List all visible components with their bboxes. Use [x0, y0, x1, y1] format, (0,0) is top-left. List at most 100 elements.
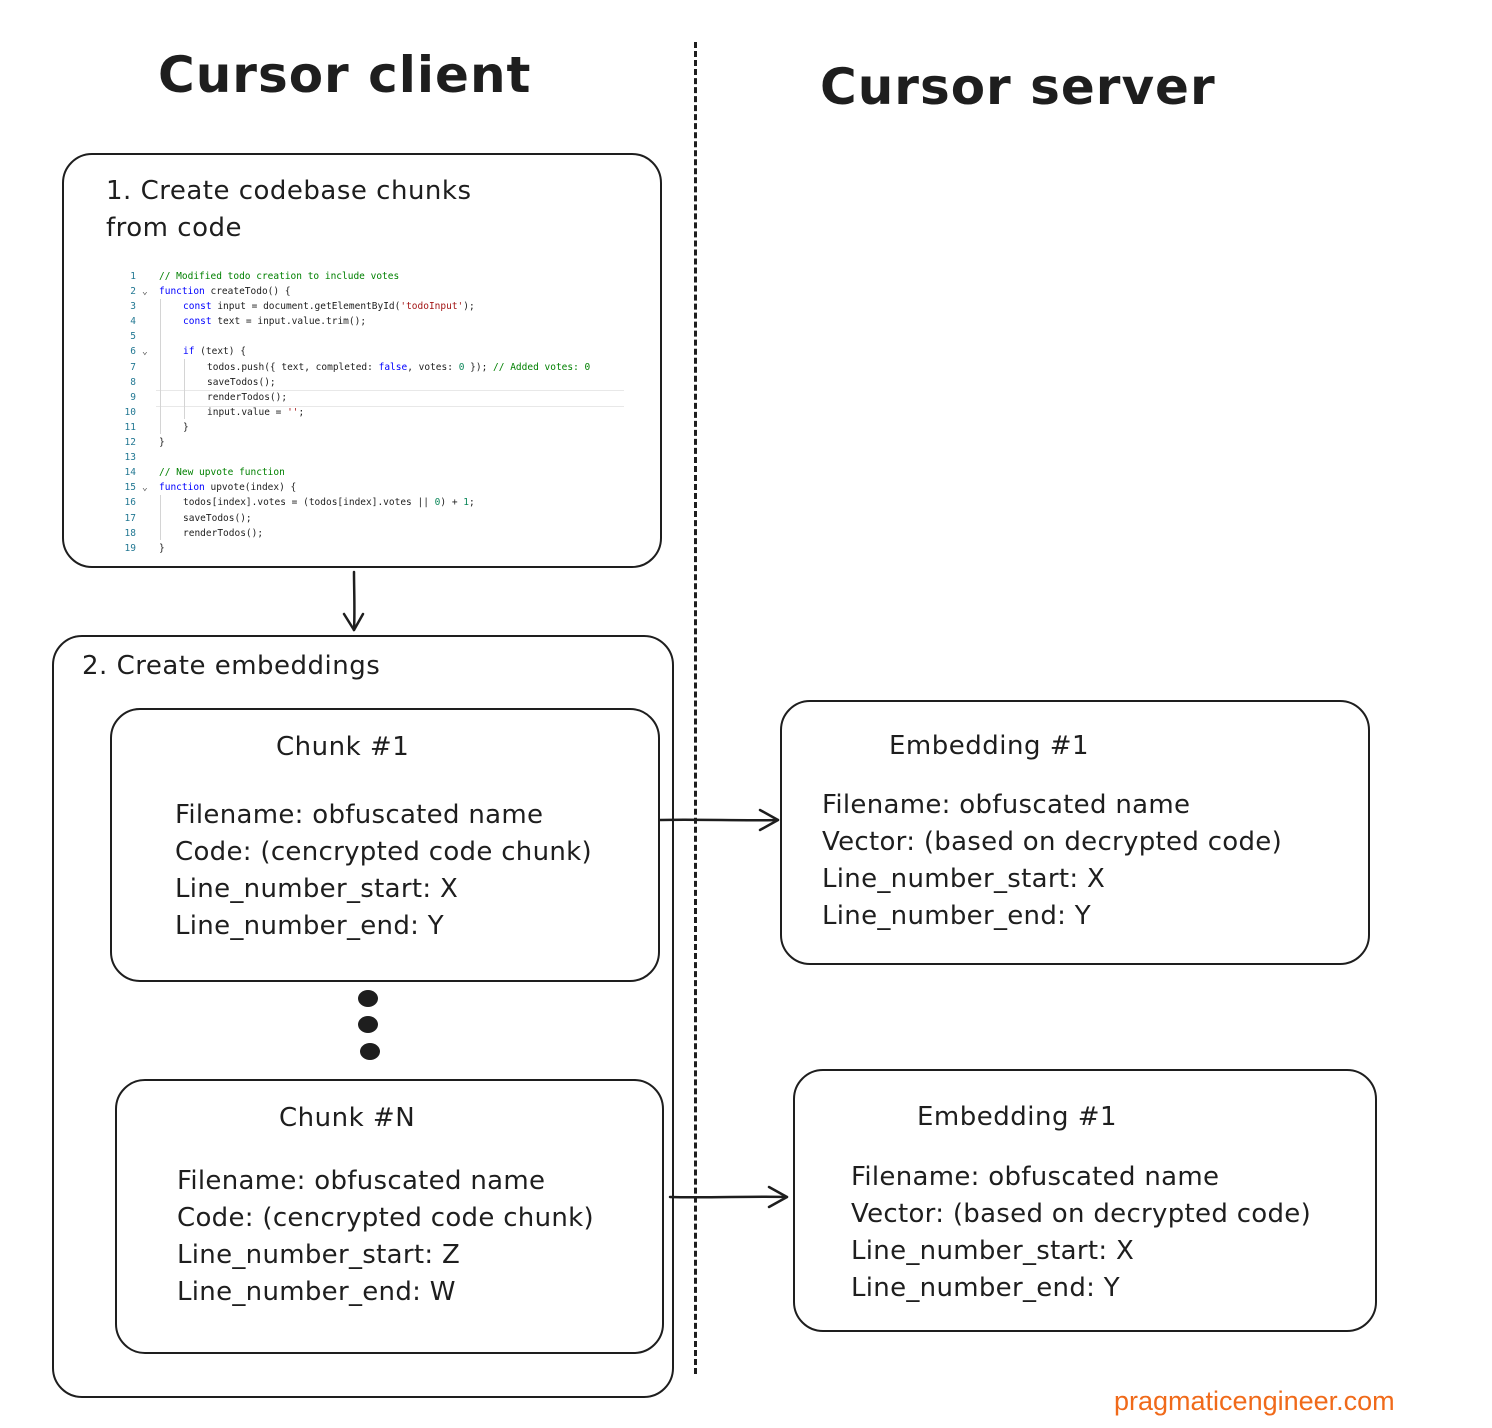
- current-line-highlight: [156, 390, 624, 407]
- line-number: 6: [130, 346, 136, 358]
- code-text: input.value = '';: [207, 405, 304, 420]
- chunk-filename: Filename: obfuscated name: [175, 800, 544, 830]
- indent-guide: [160, 299, 161, 434]
- fold-chevron-icon[interactable]: ⌄: [142, 482, 148, 494]
- line-number: 13: [124, 452, 136, 464]
- code-text: }: [159, 435, 165, 450]
- embedding-filename: Filename: obfuscated name: [822, 790, 1191, 820]
- code-token: renderTodos();: [207, 391, 288, 403]
- embedding-card-2-title: Embedding #1: [917, 1102, 1118, 1132]
- line-number: 7: [130, 361, 136, 373]
- line-number: 16: [124, 497, 136, 509]
- right-arrow: [658, 808, 780, 832]
- code-line: 15 ⌄ function upvote(index) {: [120, 480, 626, 495]
- brand-watermark: pragmaticengineer.com: [1114, 1386, 1395, 1416]
- embedding-card-1-fields: Filename: obfuscated name Vector: (based…: [822, 787, 1282, 935]
- chunk-filename: Filename: obfuscated name: [177, 1166, 546, 1196]
- code-text: function createTodo() {: [159, 284, 291, 299]
- code-token: }: [183, 421, 189, 433]
- code-token: ;: [469, 497, 475, 509]
- code-token: renderTodos();: [183, 527, 264, 539]
- code-token: '': [287, 406, 299, 418]
- code-line: 12}: [120, 435, 626, 450]
- code-token: (text) {: [194, 346, 246, 358]
- chunk-line-end: Line_number_end: Y: [175, 911, 444, 941]
- client-column-title: Cursor client: [158, 46, 532, 104]
- code-line: 14 // New upvote function: [120, 465, 626, 480]
- code-token: createTodo() {: [204, 286, 291, 298]
- code-token: if: [183, 346, 195, 358]
- code-line: 16 todos[index].votes = (todos[index].vot…: [120, 495, 626, 510]
- code-token: function: [159, 286, 205, 298]
- chunk-card-1-fields: Filename: obfuscated name Code: (cencryp…: [175, 797, 592, 945]
- server-column-title: Cursor server: [820, 58, 1216, 116]
- line-number: 1: [130, 271, 136, 282]
- embedding-vector: Vector: (based on decrypted code): [822, 827, 1283, 857]
- code-text: }: [183, 420, 189, 435]
- code-token: , votes:: [407, 361, 459, 373]
- client-server-divider: [694, 42, 697, 1374]
- chunk-code: Code: (cencrypted code chunk): [177, 1203, 594, 1233]
- code-token: upvote(index) {: [204, 482, 297, 494]
- code-token: false: [378, 361, 408, 373]
- embedding-filename: Filename: obfuscated name: [851, 1162, 1220, 1192]
- embedding-line-start: Line_number_start: X: [851, 1236, 1135, 1266]
- code-text: if (text) {: [183, 344, 246, 359]
- code-token: // New upvote function: [159, 467, 285, 479]
- chunk-line-start: Line_number_start: Z: [177, 1240, 461, 1270]
- code-text: }: [159, 541, 165, 556]
- embedding-card-1: [780, 700, 1370, 965]
- chunk-line-start: Line_number_start: X: [175, 874, 459, 904]
- chunk-card-1: [110, 708, 660, 982]
- embedding-card-2-fields: Filename: obfuscated name Vector: (based…: [851, 1159, 1311, 1307]
- code-token: ) +: [440, 497, 464, 509]
- fold-chevron-icon[interactable]: ⌄: [142, 346, 148, 358]
- line-number: 15: [124, 482, 136, 494]
- code-token: );: [463, 301, 475, 313]
- chunk-card-n-fields: Filename: obfuscated name Code: (cencryp…: [177, 1163, 594, 1311]
- code-snippet: 1 // Modified todo creation to include vo…: [120, 269, 626, 559]
- code-token: function: [159, 482, 205, 494]
- code-token: 0: [434, 497, 441, 509]
- embedding-vector: Vector: (based on decrypted code): [851, 1199, 1312, 1229]
- code-token: ;: [298, 406, 305, 418]
- code-line: 2⌄function createTodo() {: [120, 284, 626, 299]
- code-text: renderTodos();: [183, 526, 263, 541]
- code-text: function upvote(index) {: [159, 480, 296, 495]
- code-line: 1 // Modified todo creation to include vo…: [120, 269, 626, 284]
- line-number: 14: [124, 467, 136, 479]
- line-number: 19: [124, 542, 136, 554]
- line-number: 17: [124, 512, 136, 524]
- code-token: 0: [458, 361, 465, 373]
- code-text: const input = document.getElementById('t…: [183, 299, 475, 314]
- step1-box: [62, 153, 662, 568]
- down-arrow: [342, 570, 365, 632]
- code-token: });: [464, 361, 494, 373]
- code-line: 11}: [120, 420, 626, 435]
- code-text: renderTodos();: [207, 390, 287, 405]
- code-text: // Modified todo creation to include vot…: [159, 269, 399, 284]
- code-token: saveTodos();: [207, 376, 276, 388]
- embedding-line-end: Line_number_end: Y: [822, 901, 1091, 931]
- code-line: 13: [120, 450, 626, 465]
- code-text: saveTodos();: [207, 375, 276, 390]
- step2-box: [52, 635, 674, 1398]
- fold-chevron-icon[interactable]: ⌄: [142, 286, 148, 298]
- chunk-line-end: Line_number_end: W: [177, 1277, 456, 1307]
- right-arrow: [668, 1185, 789, 1209]
- code-token: todos[index].votes = (todos[index].votes…: [183, 497, 435, 509]
- code-token: text = input.value.trim();: [211, 316, 367, 328]
- code-token: const: [183, 316, 212, 328]
- chunk-code: Code: (cencrypted code chunk): [175, 837, 592, 867]
- embedding-line-end: Line_number_end: Y: [851, 1273, 1120, 1303]
- step2-title: 2. Create embeddings: [82, 651, 381, 681]
- code-line: 19}: [120, 541, 626, 556]
- step1-title-line2: from code: [106, 213, 242, 243]
- code-text: todos[index].votes = (todos[index].votes…: [183, 495, 475, 510]
- ellipsis-dot: [360, 1043, 380, 1060]
